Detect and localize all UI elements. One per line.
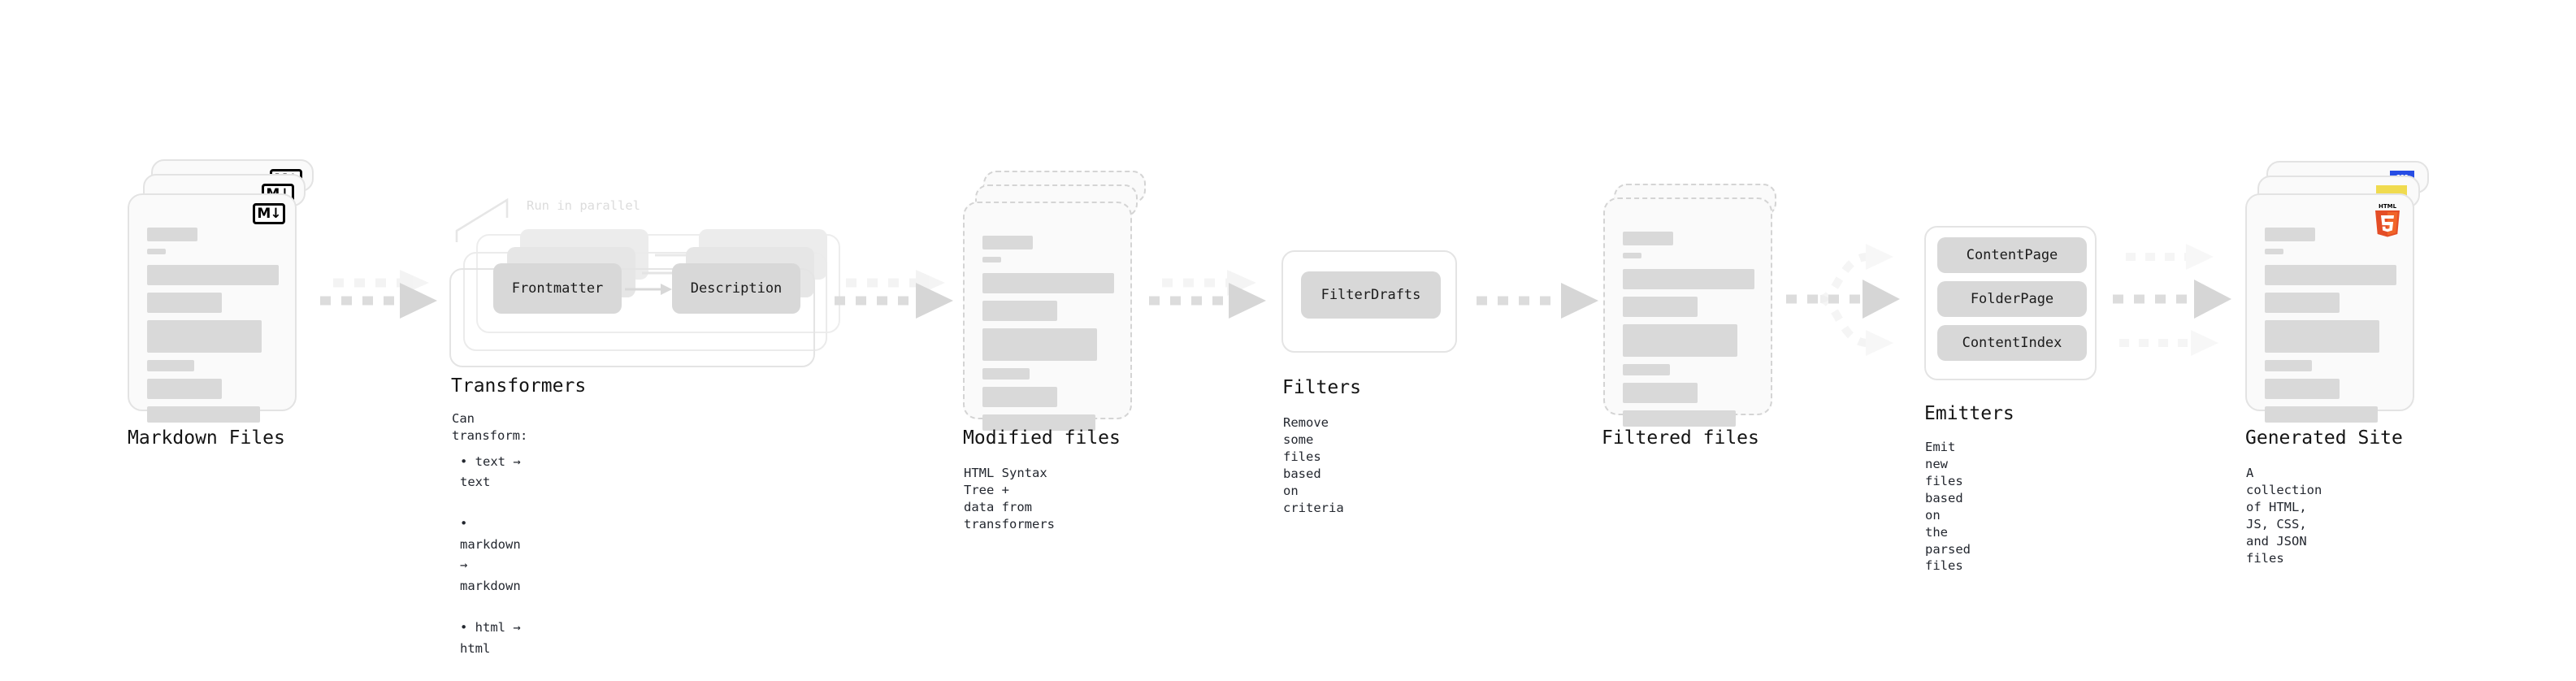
- skeleton-bars: [1623, 232, 1754, 434]
- skeleton-bar: [2265, 379, 2340, 399]
- transformers-bullet-item: • text → text: [460, 453, 521, 490]
- skeleton-bar: [147, 249, 166, 254]
- skeleton-bar: [1623, 324, 1737, 357]
- emitter-pill-contentpage[interactable]: ContentPage: [1937, 237, 2087, 273]
- connector-markdown-to-transformers: [309, 268, 447, 333]
- skeleton-bar: [1623, 253, 1641, 258]
- markdown-files-title: Markdown Files: [128, 427, 285, 449]
- transformers-bullet-item: • html → html: [460, 620, 521, 656]
- skeleton-bar: [147, 320, 262, 353]
- run-in-parallel-label: Run in parallel: [527, 198, 640, 213]
- html5-badge: HTML: [2372, 202, 2403, 237]
- filters-title: Filters: [1282, 377, 1361, 398]
- filter-pill-filterdrafts[interactable]: FilterDrafts: [1301, 271, 1441, 319]
- skeleton-bar: [147, 360, 195, 371]
- transformers-bullet-item: • markdown → markdown: [460, 516, 521, 593]
- skeleton-bar: [982, 387, 1058, 407]
- skeleton-bars: [982, 236, 1114, 438]
- generated-site-description: A collection of HTML, JS, CSS, and JSON …: [2246, 466, 2322, 566]
- transformer-box-front[interactable]: Frontmatter Description: [449, 263, 815, 367]
- skeleton-bar: [982, 368, 1030, 380]
- filters-description: Remove some files based on criteria: [1283, 415, 1344, 515]
- transformers-description: Can transform:: [452, 411, 528, 443]
- skeleton-bar: [982, 257, 1001, 262]
- filtered-card-front: [1603, 197, 1772, 427]
- skeleton-bar: [1623, 364, 1671, 375]
- skeleton-bar: [2265, 320, 2379, 353]
- emitter-pill-folderpage[interactable]: FolderPage: [1937, 281, 2087, 317]
- skeleton-bar: [1623, 297, 1698, 317]
- filtered-files-title: Filtered files: [1602, 427, 1759, 449]
- transformer-pill-frontmatter[interactable]: Frontmatter: [493, 263, 622, 314]
- modified-card-front: [963, 202, 1132, 431]
- generated-site-title: Generated Site: [2245, 427, 2403, 449]
- bullet-label: html → html: [460, 620, 521, 656]
- skeleton-bar: [982, 414, 1096, 431]
- skeleton-bar: [147, 406, 261, 423]
- bullet-label: text → text: [460, 453, 521, 490]
- skeleton-bar: [982, 236, 1033, 249]
- skeleton-bar: [2265, 249, 2283, 254]
- connector-filtered-to-emitters: [1778, 224, 1908, 379]
- run-in-parallel-leader: [455, 195, 544, 252]
- emitters-description: Emit new files based on the parsed files: [1925, 440, 1971, 574]
- skeleton-bar: [147, 228, 197, 241]
- connector-emitters-to-site: [2105, 224, 2251, 379]
- skeleton-bars: [147, 228, 279, 430]
- skeleton-bar: [982, 328, 1097, 361]
- modified-files-title: Modified files: [963, 427, 1121, 449]
- skeleton-bar: [2265, 406, 2379, 423]
- skeleton-bar: [2265, 228, 2315, 241]
- skeleton-bar: [1623, 383, 1698, 403]
- skeleton-bar: [982, 273, 1114, 293]
- bullet-label: markdown → markdown: [460, 536, 521, 593]
- connector-transformers-to-modified: [825, 268, 971, 333]
- transformers-title: Transformers: [451, 375, 587, 397]
- markdown-card-front: M↓: [128, 193, 297, 423]
- skeleton-bar: [147, 293, 223, 313]
- skeleton-bar: [2265, 360, 2313, 371]
- skeleton-bar: [2265, 265, 2396, 285]
- skeleton-bar: [147, 265, 279, 285]
- connector-modified-to-filters: [1138, 268, 1284, 333]
- connector-filters-to-filtered: [1465, 268, 1611, 333]
- markdown-badge: M↓: [253, 203, 285, 224]
- modified-files-description: HTML Syntax Tree + data from transformer…: [964, 466, 1055, 531]
- transformer-arrow: [625, 284, 672, 295]
- skeleton-bar: [1623, 269, 1754, 289]
- markdown-badge-label: M↓: [253, 203, 285, 224]
- skeleton-bar: [147, 379, 223, 399]
- emitters-title: Emitters: [1924, 403, 2014, 424]
- emitter-pill-contentindex[interactable]: ContentIndex: [1937, 325, 2087, 361]
- skeleton-bar: [1623, 232, 1673, 245]
- transformer-pill-description[interactable]: Description: [672, 263, 800, 314]
- filters-box[interactable]: FilterDrafts: [1281, 250, 1457, 353]
- skeleton-bar: [2265, 293, 2340, 313]
- emitters-box[interactable]: ContentPage FolderPage ContentIndex: [1924, 226, 2097, 380]
- skeleton-bars: [2265, 228, 2396, 430]
- site-card-front: HTML: [2245, 193, 2414, 423]
- skeleton-bar: [982, 301, 1058, 321]
- skeleton-bar: [1623, 410, 1737, 427]
- transformers-bullet-list: • text → text • markdown → markdown • ht…: [460, 431, 521, 680]
- svg-text:HTML: HTML: [2379, 203, 2397, 210]
